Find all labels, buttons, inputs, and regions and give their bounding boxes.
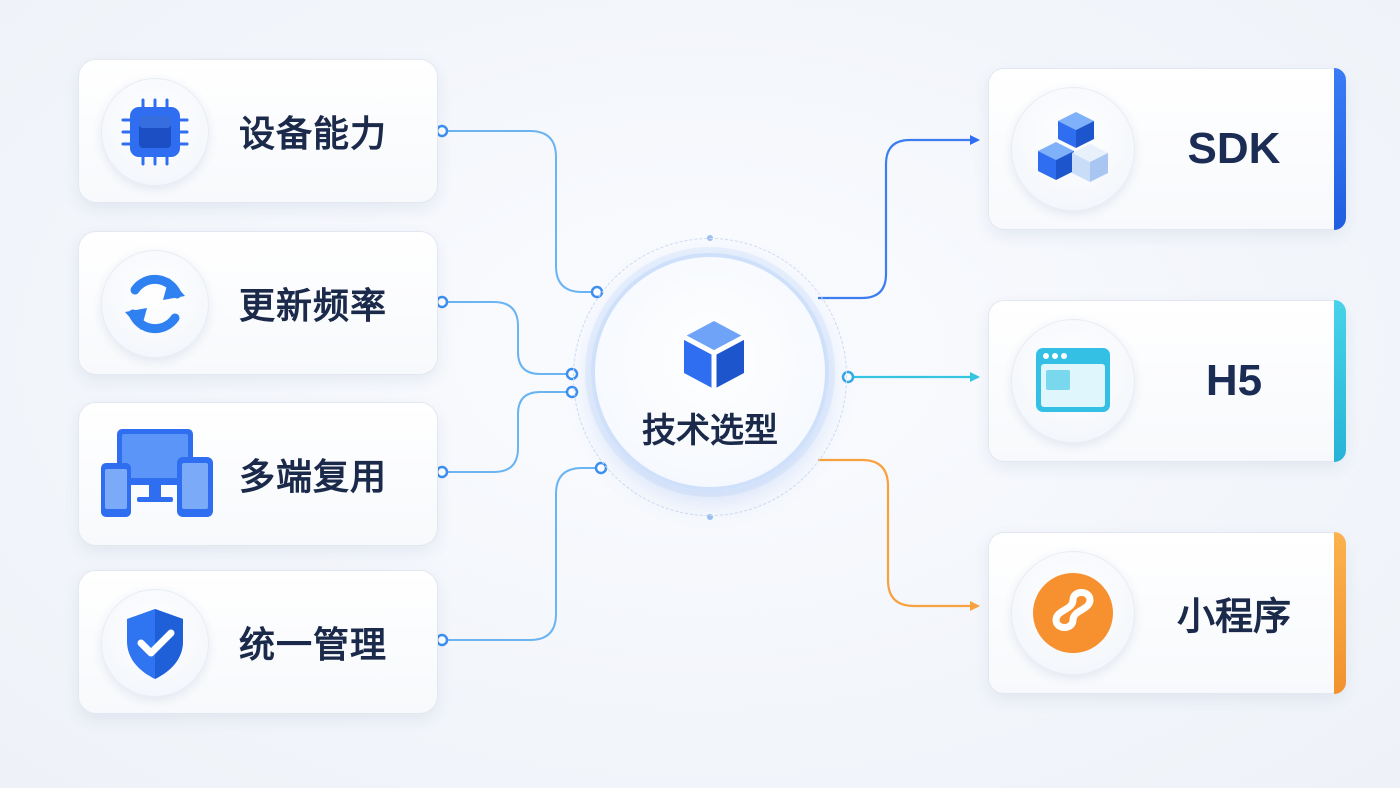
hub-halo <box>573 238 847 516</box>
mini-program-icon <box>1033 573 1113 653</box>
chip-icon <box>121 98 189 166</box>
cube-icon <box>682 321 746 389</box>
connector-factor-2 <box>442 301 572 375</box>
shield-check-icon <box>127 609 183 679</box>
icon-badge <box>101 250 209 358</box>
connector-dot <box>435 633 449 647</box>
connector-factor-1 <box>442 130 597 293</box>
factor-label: 更新频率 <box>239 286 388 327</box>
factor-card-update-frequency[interactable]: 更新频率 <box>78 231 438 375</box>
icon-badge <box>1011 551 1135 675</box>
factor-card-multi-platform-reuse[interactable]: 多端复用 <box>78 402 438 546</box>
browser-window-icon <box>1036 348 1110 412</box>
connector-dot <box>435 124 449 138</box>
connector-option-sdk <box>818 135 980 300</box>
accent-bar <box>1334 68 1346 230</box>
refresh-icon <box>125 274 185 334</box>
icon-badge <box>101 78 209 186</box>
connector-dot <box>435 295 449 309</box>
factor-label: 统一管理 <box>239 625 388 666</box>
accent-bar <box>1334 300 1346 462</box>
option-label: H5 <box>1205 356 1263 405</box>
connector-option-mini-program <box>818 458 980 611</box>
factor-label: 设备能力 <box>239 114 388 155</box>
connector-dot <box>435 465 449 479</box>
hub-label: 技术选型 <box>642 411 778 451</box>
icon-badge <box>93 421 217 529</box>
factor-card-unified-management[interactable]: 统一管理 <box>78 570 438 714</box>
icon-badge <box>1011 87 1135 211</box>
accent-bar <box>1334 532 1346 694</box>
connector-factor-3 <box>442 391 572 473</box>
connector-factor-4 <box>442 467 601 641</box>
icon-badge <box>101 589 209 697</box>
factor-card-device-capability[interactable]: 设备能力 <box>78 59 438 203</box>
option-label: 小程序 <box>1176 594 1291 639</box>
multi-device-icon <box>101 429 213 517</box>
option-card-sdk[interactable]: SDK <box>988 68 1346 230</box>
option-card-mini-program[interactable]: 小程序 <box>988 532 1346 694</box>
blocks-icon <box>1038 112 1108 182</box>
option-card-h5[interactable]: H5 <box>988 300 1346 462</box>
option-label: SDK <box>1187 124 1281 173</box>
factor-label: 多端复用 <box>239 457 388 498</box>
icon-badge <box>1011 319 1135 443</box>
tech-selection-hub[interactable]: 技术选型 <box>591 253 829 491</box>
